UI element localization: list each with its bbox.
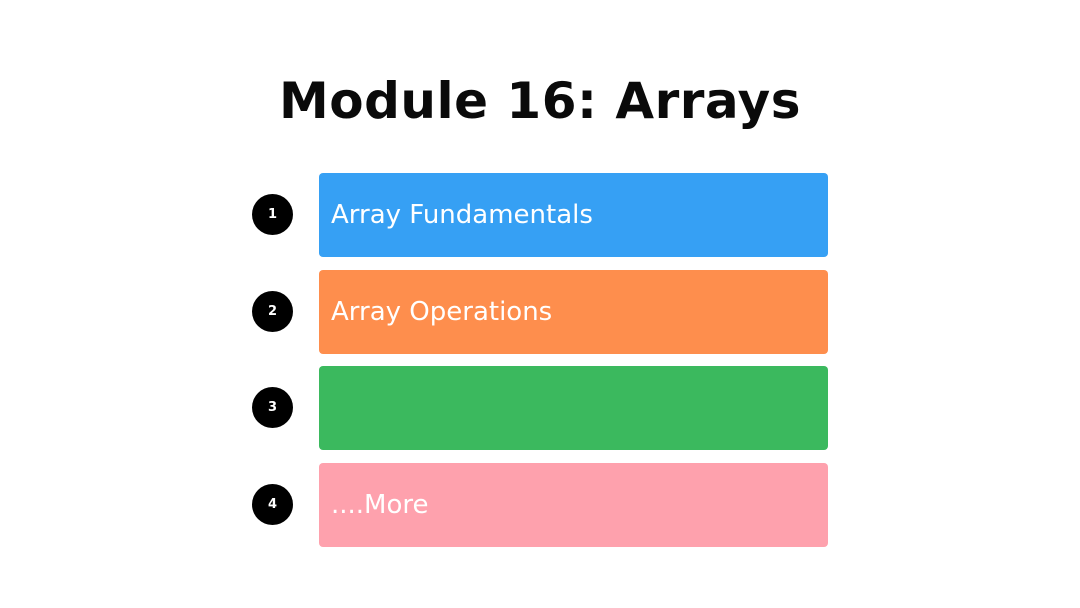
item-label: ....More (331, 490, 429, 520)
number-badge: 4 (252, 484, 293, 525)
number-badge: 3 (252, 387, 293, 428)
number-badge: 2 (252, 291, 293, 332)
page-title: Module 16: Arrays (278, 72, 801, 130)
item-label: Array Operations (331, 297, 553, 327)
item-box: Array Fundamentals (319, 173, 828, 257)
list-item: 1 Array Fundamentals (0, 173, 1080, 257)
item-box: ....More (319, 463, 828, 547)
item-box: Array Operations (319, 270, 828, 354)
number-badge: 1 (252, 194, 293, 235)
list-item: 4 ....More (0, 463, 1080, 547)
item-box (319, 366, 828, 450)
item-label: Array Fundamentals (331, 200, 593, 230)
list-item: 2 Array Operations (0, 270, 1080, 354)
list-item: 3 (0, 366, 1080, 450)
